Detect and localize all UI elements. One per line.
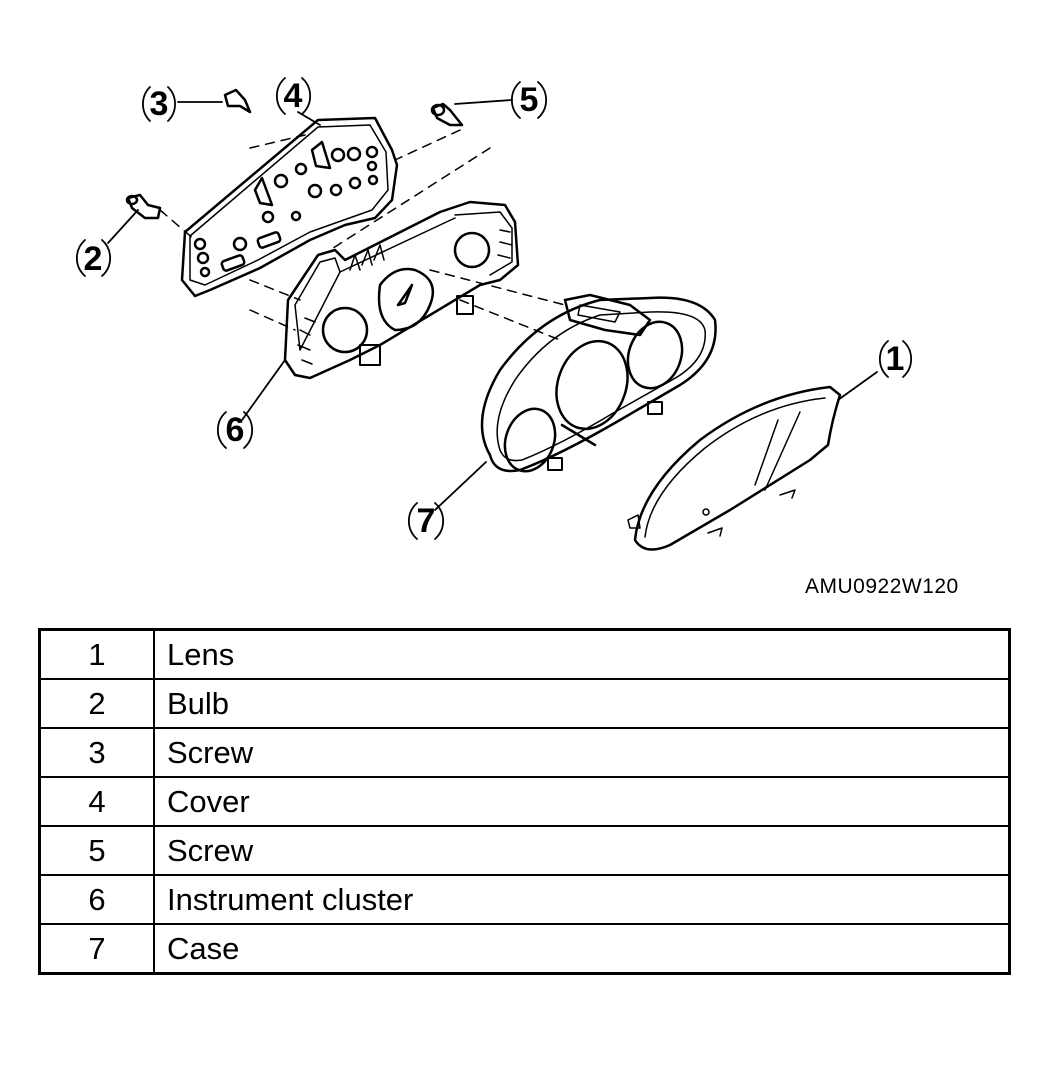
part-number-cell: 7 — [38, 923, 155, 975]
callout-2: 2 — [75, 239, 112, 278]
part-name-cell: Case — [153, 923, 1011, 975]
figure-reference-code: AMU0922W120 — [805, 575, 959, 598]
callout-7: 7 — [407, 502, 445, 540]
part-number-cell: 6 — [38, 874, 155, 925]
part-name-cell: Bulb — [153, 678, 1011, 729]
part-number-cell: 3 — [38, 727, 155, 778]
part-name-cell: Screw — [153, 727, 1011, 778]
guide-lines — [159, 129, 566, 341]
exploded-view-diagram: 1 2 3 4 5 6 7 — [75, 77, 913, 551]
part-name-cell: Lens — [153, 628, 1011, 680]
leader-lines — [107, 99, 878, 511]
callout-4: 4 — [275, 77, 312, 115]
screw-3-part — [223, 88, 252, 114]
case-part — [480, 293, 717, 473]
lens-part — [627, 385, 842, 551]
part-name-cell: Instrument cluster — [153, 874, 1011, 925]
callout-7-label: 7 — [417, 502, 436, 540]
callout-2-label: 2 — [84, 240, 103, 278]
part-number-cell: 4 — [38, 776, 155, 827]
screw-5-part — [430, 102, 464, 127]
callout-6-label: 6 — [226, 411, 245, 449]
instrument-cluster-part — [283, 200, 520, 380]
callout-1-label: 1 — [886, 340, 905, 378]
callout-1: 1 — [878, 340, 913, 378]
part-number-cell: 1 — [38, 628, 155, 680]
part-name-cell: Cover — [153, 776, 1011, 827]
cover-part — [180, 116, 399, 298]
part-name-cell: Screw — [153, 825, 1011, 876]
bulb-part — [125, 193, 162, 220]
part-number-cell: 2 — [38, 678, 155, 729]
callout-3: 3 — [142, 85, 176, 123]
callout-3-label: 3 — [150, 85, 169, 123]
callout-4-label: 4 — [284, 77, 303, 115]
callout-5: 5 — [510, 81, 548, 119]
callout-6: 6 — [216, 411, 254, 449]
part-number-cell: 5 — [38, 825, 155, 876]
callout-5-label: 5 — [520, 81, 539, 119]
